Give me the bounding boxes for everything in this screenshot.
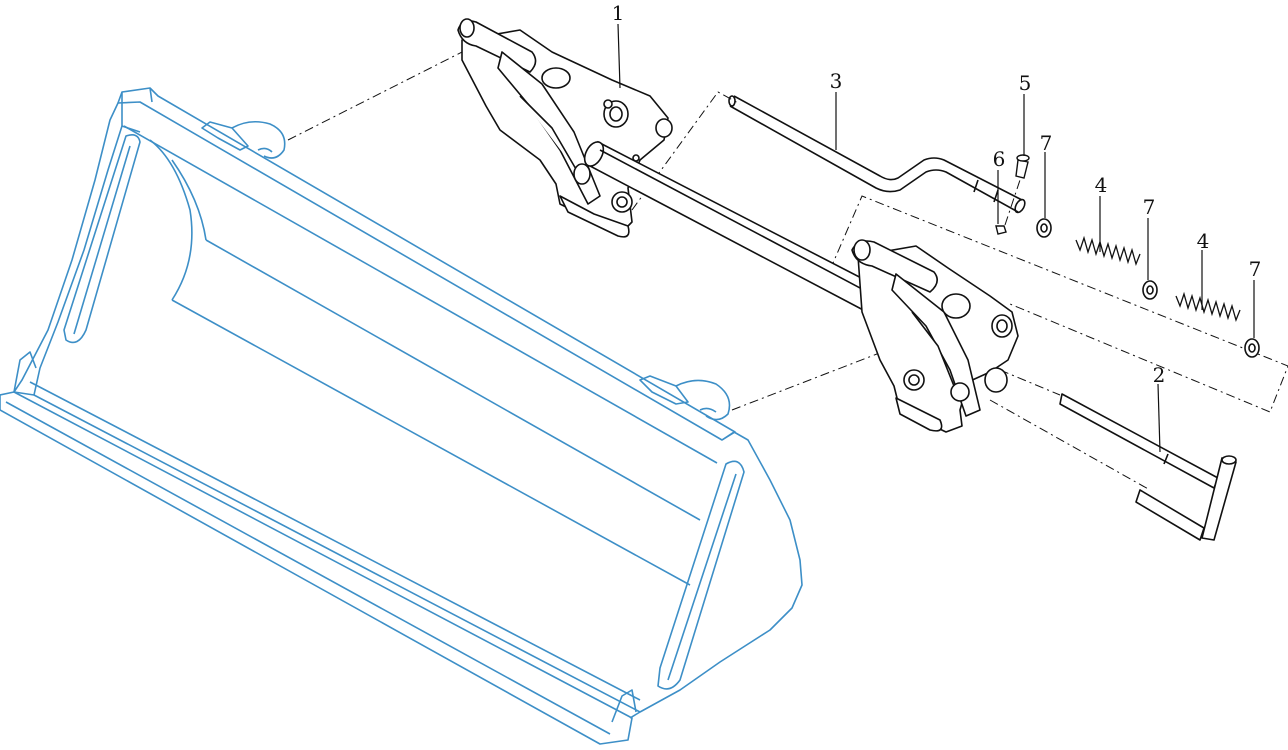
- loader-bucket: [0, 87, 803, 745]
- bucket-left-side: [13, 102, 123, 396]
- assembly-line-left-bracket: [287, 47, 471, 141]
- pin-5-shaft: [1015, 159, 1029, 179]
- springs-4: [1075, 235, 1241, 323]
- bucket-right-slot: [657, 460, 745, 690]
- right-bracket-pipe: [984, 367, 1008, 393]
- spring-4b: [1175, 291, 1241, 323]
- bucket-front-lip: [33, 394, 641, 713]
- callout-7b: 7: [1143, 195, 1156, 219]
- assembly-line-rod-3-upper: [631, 91, 741, 211]
- handle-pin-2-bar: [1201, 457, 1237, 541]
- left-bracket-hole-3: [603, 99, 613, 109]
- right-bracket-foot: [895, 397, 943, 432]
- left-bracket-hole-1-inner: [609, 106, 623, 122]
- left-bracket-hole-2: [655, 118, 673, 138]
- handle-pin-2-bar-top: [1221, 455, 1237, 465]
- cross-tube-end: [583, 141, 605, 167]
- handle-pin-2: [1059, 393, 1237, 541]
- callout-5: 5: [1019, 71, 1032, 95]
- handle-pin-2-lower-rod: [1135, 489, 1205, 541]
- left-bracket-arm-2: [519, 95, 581, 177]
- bucket-top-rail-inner: [123, 125, 718, 464]
- bent-rod-3-lower-edge: [729, 105, 1019, 213]
- bucket-top-rail: [117, 87, 736, 441]
- right-bracket-pin-hole: [950, 382, 970, 402]
- left-bracket-tube-end: [459, 18, 475, 38]
- right-bracket-arm: [891, 273, 981, 417]
- bucket-left-foot: [13, 351, 37, 393]
- leader-1: [617, 23, 621, 89]
- assembly-line-pin-2: [999, 369, 1061, 396]
- right-mounting-bracket: [851, 239, 1019, 433]
- callout-1: 1: [612, 1, 625, 25]
- bucket-back-curve-2: [171, 159, 207, 241]
- left-bracket-boss: [541, 67, 571, 89]
- right-bracket-lower-hole-inner: [908, 374, 920, 386]
- callout-4b: 4: [1197, 229, 1210, 253]
- callout-4a: 4: [1095, 173, 1108, 197]
- callout-3: 3: [830, 69, 843, 93]
- leader-2: [1157, 383, 1161, 453]
- bucket-right-ear: [675, 379, 731, 421]
- bucket-inner-lower: [29, 381, 641, 701]
- bucket-right-slot-inner: [667, 473, 737, 681]
- callout-2: 2: [1153, 363, 1166, 387]
- cross-tube-highlight: [599, 149, 895, 307]
- handle-pin-2-upper-rod: [1059, 393, 1219, 489]
- right-bracket-arm-2: [911, 311, 959, 397]
- bucket-right-side: [629, 431, 803, 719]
- bent-rod-3-collar: [973, 179, 999, 203]
- callout-6: 6: [993, 147, 1006, 171]
- nut-6: [995, 225, 1007, 235]
- assembly-line-pin-5: [1004, 179, 1021, 226]
- left-bracket-foot: [559, 195, 630, 238]
- left-mounting-bracket: [457, 18, 673, 238]
- bent-rod-3: [728, 95, 1026, 214]
- callout-leaders: [617, 23, 1255, 453]
- bucket-cutting-edge-line: [5, 401, 611, 735]
- bucket-left-hook: [201, 121, 249, 151]
- bucket-top-rail-edge: [121, 87, 153, 133]
- nut-6-body: [995, 225, 1007, 235]
- bucket-left-ear: [231, 120, 286, 159]
- pin-5-head: [1016, 154, 1030, 162]
- left-bracket-lower-boss: [573, 163, 591, 185]
- right-bracket-hole-1-inner: [996, 319, 1008, 333]
- bent-rod-3-end: [728, 95, 736, 107]
- washer-7c-hole: [1248, 343, 1256, 353]
- bucket-cutting-edge: [0, 391, 633, 745]
- washers-7: [1036, 218, 1260, 358]
- bucket-left-slot-inner: [73, 145, 131, 335]
- pin-5: [1015, 154, 1030, 179]
- bucket-right-hook: [639, 375, 689, 405]
- spring-4a: [1075, 235, 1141, 267]
- callout-7a: 7: [1040, 131, 1053, 155]
- callout-7c: 7: [1249, 257, 1262, 281]
- bucket-right-foot: [611, 689, 637, 723]
- bucket-back-curve: [149, 139, 193, 301]
- callout-labels: 1 3 5 6 7 4 7 4 7 2: [612, 1, 1262, 387]
- left-bracket-pin-hole-inner: [616, 196, 628, 208]
- bucket-inner-floor-line: [171, 299, 691, 586]
- washer-7b-hole: [1146, 285, 1154, 295]
- bent-rod-3-upper-edge: [733, 95, 1023, 201]
- washer-7a-hole: [1040, 223, 1048, 233]
- right-bracket-tube-end: [853, 239, 871, 261]
- handle-pin-2-collar: [1163, 453, 1169, 465]
- bucket-inner-back: [205, 239, 701, 521]
- bucket-left-slot: [63, 134, 141, 344]
- bent-rod-3-tip: [1014, 198, 1026, 214]
- assembly-line-pin-2-lower: [989, 399, 1151, 491]
- right-bracket-boss: [941, 293, 971, 319]
